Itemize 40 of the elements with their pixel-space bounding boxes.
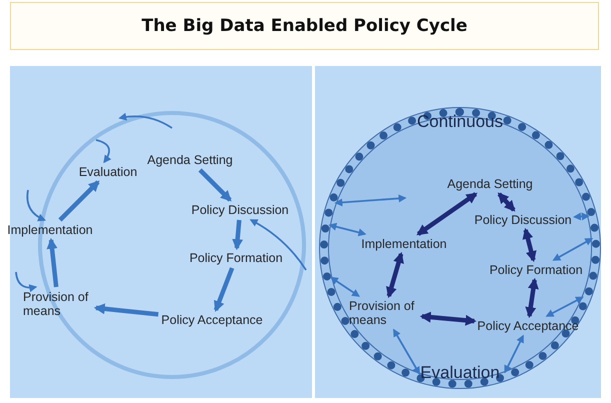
stage-label: Provision of means <box>23 290 93 318</box>
arrow <box>546 296 584 317</box>
stage-label: Agenda Setting <box>147 153 233 167</box>
arrow <box>214 267 234 312</box>
stage-label: Provision of means <box>349 299 419 327</box>
stage-label: Policy Acceptance <box>161 313 263 327</box>
arrow <box>26 190 46 221</box>
stage-label: Agenda Setting <box>447 177 533 191</box>
stage-label: Evaluation <box>78 165 138 179</box>
arrow <box>198 168 232 202</box>
arrow <box>96 139 112 164</box>
ring-label: Continuous <box>417 112 503 132</box>
arrow <box>552 238 594 261</box>
stage-label: Policy Acceptance <box>477 319 579 333</box>
arrow <box>232 220 244 250</box>
arrow <box>58 180 100 222</box>
arrow <box>522 228 536 262</box>
arrow <box>46 238 58 288</box>
arrow <box>504 334 524 374</box>
arrow <box>334 194 407 206</box>
stage-label: Policy Discussion <box>191 203 289 217</box>
arrow <box>393 328 420 375</box>
stage-label: Policy Formation <box>189 251 283 265</box>
arrow <box>416 192 478 236</box>
arrow <box>250 219 307 270</box>
ring-label: Evaluation <box>420 363 500 383</box>
arrow <box>330 276 360 297</box>
title-banner: The Big Data Enabled Policy Cycle <box>10 2 599 50</box>
arrow <box>94 303 159 317</box>
stage-label: Policy Formation <box>489 263 583 277</box>
arrow <box>525 278 539 318</box>
arrow <box>498 192 516 212</box>
stage-label: Implementation <box>361 237 447 251</box>
stage-label: Implementation <box>7 223 93 237</box>
arrow <box>386 252 404 298</box>
arrow <box>328 222 366 236</box>
stage-label: Policy Discussion <box>474 213 572 227</box>
arrow <box>15 272 38 292</box>
arrow <box>420 312 476 326</box>
arrow <box>573 212 590 221</box>
